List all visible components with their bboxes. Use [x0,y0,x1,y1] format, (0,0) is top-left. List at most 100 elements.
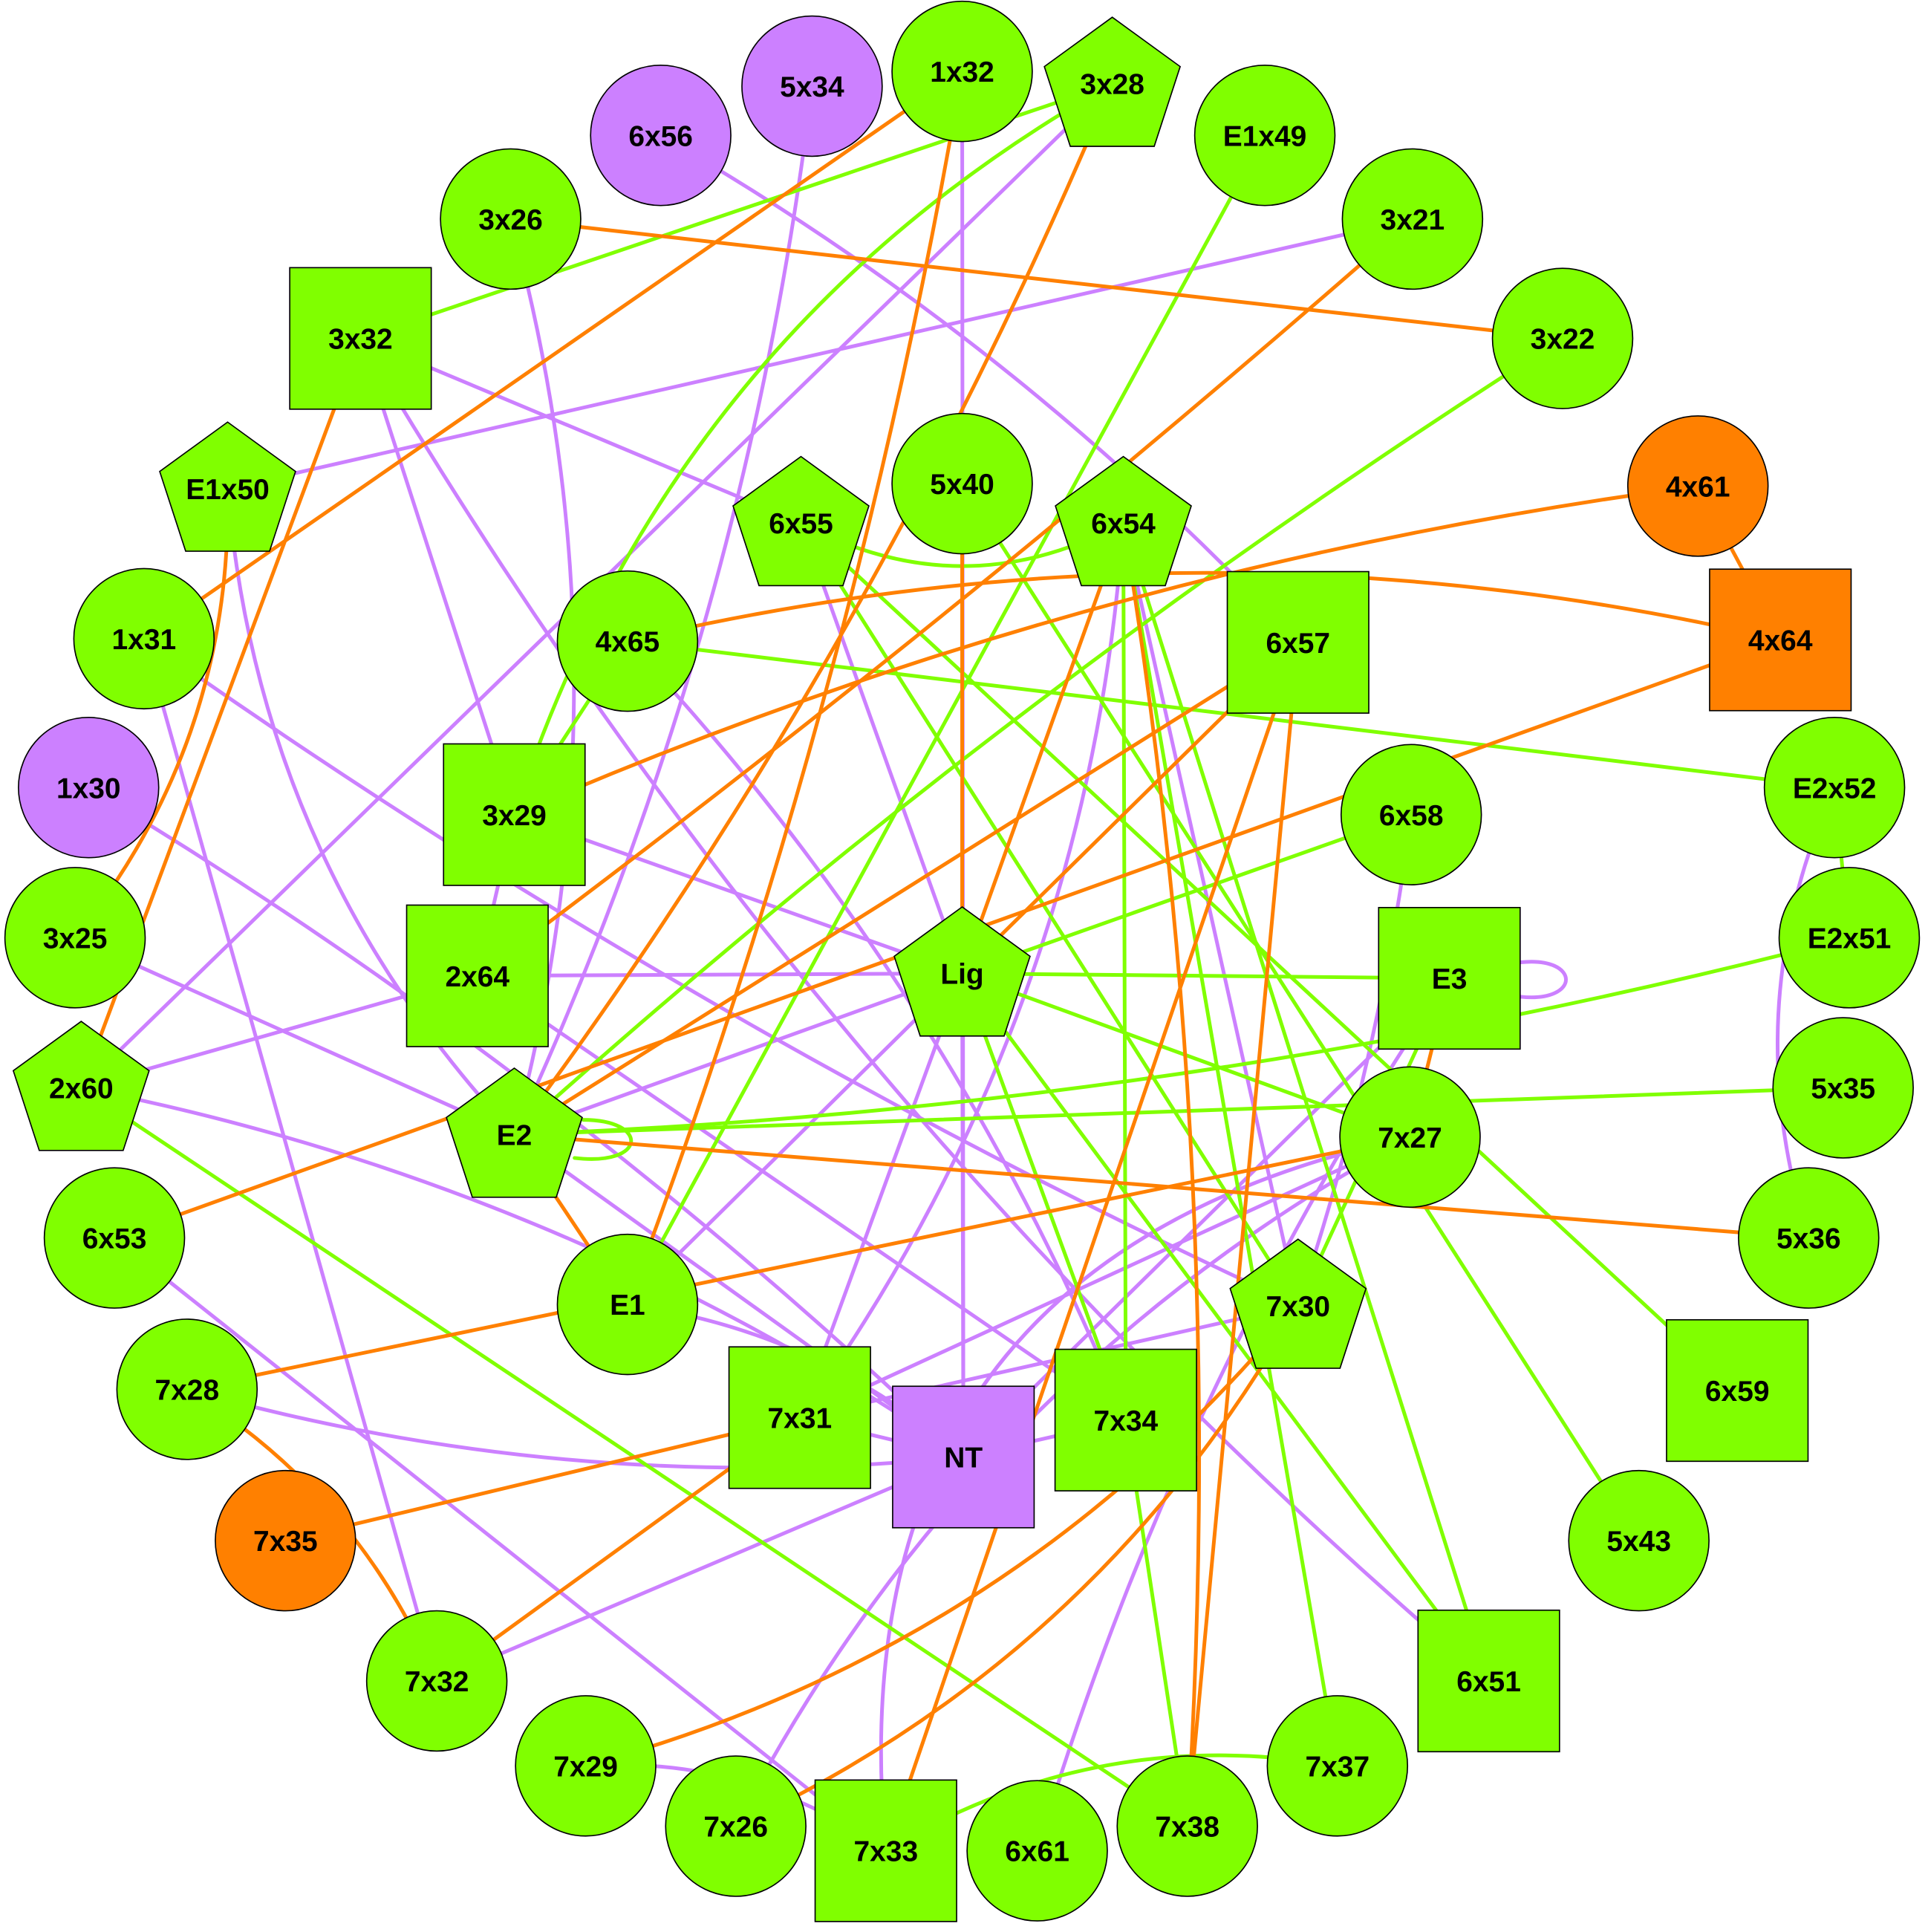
node-6x53[interactable]: 6x53 [43,1167,186,1309]
node-E2x51[interactable]: E2x51 [1778,867,1921,1009]
node-7x37[interactable]: 7x37 [1266,1695,1409,1837]
node-3x28[interactable]: 3x28 [1043,16,1182,147]
node-5x43[interactable]: 5x43 [1568,1469,1710,1612]
node-E1[interactable]: E1 [556,1233,699,1376]
node-circle[interactable] [966,1780,1108,1922]
node-pentagon[interactable] [159,421,296,552]
node-circle[interactable] [665,1755,807,1897]
node-circle[interactable] [116,1318,258,1460]
node-2x64[interactable]: 2x64 [406,904,549,1047]
node-7x31[interactable]: 7x31 [728,1346,871,1489]
node-5x35[interactable]: 5x35 [1772,1017,1914,1159]
node-circle[interactable] [1266,1695,1409,1837]
node-circle[interactable] [43,1167,186,1309]
node-square[interactable] [814,1779,957,1922]
node-7x34[interactable]: 7x34 [1054,1348,1197,1492]
node-circle[interactable] [556,1233,699,1376]
node-square[interactable] [728,1346,871,1489]
node-circle[interactable] [741,15,883,157]
node-square[interactable] [406,904,549,1047]
node-6x54[interactable]: 6x54 [1055,455,1192,587]
node-5x36[interactable]: 5x36 [1738,1167,1880,1309]
node-circle[interactable] [1339,1066,1481,1209]
node-7x29[interactable]: 7x29 [515,1695,657,1837]
node-3x25[interactable]: 3x25 [4,867,146,1009]
node-pentagon[interactable] [732,455,870,587]
node-circle[interactable] [1763,717,1906,859]
node-circle[interactable] [1626,415,1769,557]
node-1x30[interactable]: 1x30 [18,717,160,859]
node-square[interactable] [1054,1348,1197,1492]
node-5x34[interactable]: 5x34 [741,15,883,157]
node-square[interactable] [892,1385,1035,1529]
node-circle[interactable] [1116,1755,1258,1897]
node-4x65[interactable]: 4x65 [556,570,699,712]
node-circle[interactable] [1568,1469,1710,1612]
node-E2x52[interactable]: E2x52 [1763,717,1906,859]
node-7x28[interactable]: 7x28 [116,1318,258,1460]
node-square[interactable] [1378,906,1521,1050]
node-7x27[interactable]: 7x27 [1339,1066,1481,1209]
node-3x21[interactable]: 3x21 [1341,148,1484,290]
node-circle[interactable] [1491,267,1634,409]
node-7x30[interactable]: 7x30 [1229,1238,1367,1369]
node-1x31[interactable]: 1x31 [73,567,215,710]
node-circle[interactable] [515,1695,657,1837]
node-pentagon[interactable] [1055,455,1192,587]
node-4x61[interactable]: 4x61 [1626,415,1769,557]
node-circle[interactable] [891,412,1033,555]
node-circle[interactable] [1340,744,1482,885]
node-6x56[interactable]: 6x56 [590,64,732,206]
node-7x35[interactable]: 7x35 [215,1469,356,1612]
node-circle[interactable] [4,867,146,1009]
node-7x26[interactable]: 7x26 [665,1755,807,1897]
node-pentagon[interactable] [1229,1238,1367,1369]
node-circle[interactable] [18,717,160,859]
node-E3[interactable]: E3 [1378,906,1521,1050]
node-2x60[interactable]: 2x60 [12,1021,150,1151]
node-4x64[interactable]: 4x64 [1709,568,1852,712]
node-E1x50[interactable]: E1x50 [159,421,296,552]
node-E2[interactable]: E2 [446,1067,583,1198]
node-circle[interactable] [1772,1017,1914,1159]
node-pentagon[interactable] [446,1067,583,1198]
node-circle[interactable] [215,1469,356,1612]
node-6x51[interactable]: 6x51 [1417,1609,1560,1753]
node-6x61[interactable]: 6x61 [966,1780,1108,1922]
node-NT[interactable]: NT [892,1385,1035,1529]
node-7x32[interactable]: 7x32 [365,1610,508,1752]
node-pentagon[interactable] [893,905,1031,1037]
node-1x32[interactable]: 1x32 [891,0,1033,143]
node-square[interactable] [1417,1609,1560,1753]
node-3x26[interactable]: 3x26 [440,148,582,290]
node-circle[interactable] [1778,867,1921,1009]
node-circle[interactable] [1341,148,1484,290]
node-3x29[interactable]: 3x29 [443,743,586,886]
node-circle[interactable] [556,570,699,712]
node-pentagon[interactable] [1043,16,1182,147]
node-6x58[interactable]: 6x58 [1340,744,1482,885]
node-Lig[interactable]: Lig [893,905,1031,1037]
node-square[interactable] [289,267,432,410]
node-6x55[interactable]: 6x55 [732,455,870,587]
node-square[interactable] [1666,1318,1809,1463]
node-7x33[interactable]: 7x33 [814,1779,957,1922]
node-6x57[interactable]: 6x57 [1226,570,1370,714]
node-square[interactable] [1709,568,1852,712]
node-circle[interactable] [1738,1167,1880,1309]
node-circle[interactable] [891,0,1033,143]
node-3x22[interactable]: 3x22 [1491,267,1634,409]
node-circle[interactable] [365,1610,508,1752]
node-E1x49[interactable]: E1x49 [1193,64,1336,206]
node-circle[interactable] [73,567,215,710]
node-5x40[interactable]: 5x40 [891,412,1033,555]
node-square[interactable] [1226,570,1370,714]
node-circle[interactable] [590,64,732,206]
node-circle[interactable] [440,148,582,290]
node-circle[interactable] [1193,64,1336,206]
node-square[interactable] [443,743,586,886]
node-3x32[interactable]: 3x32 [289,267,432,410]
node-6x59[interactable]: 6x59 [1666,1318,1809,1463]
node-7x38[interactable]: 7x38 [1116,1755,1258,1897]
node-pentagon[interactable] [12,1021,150,1151]
